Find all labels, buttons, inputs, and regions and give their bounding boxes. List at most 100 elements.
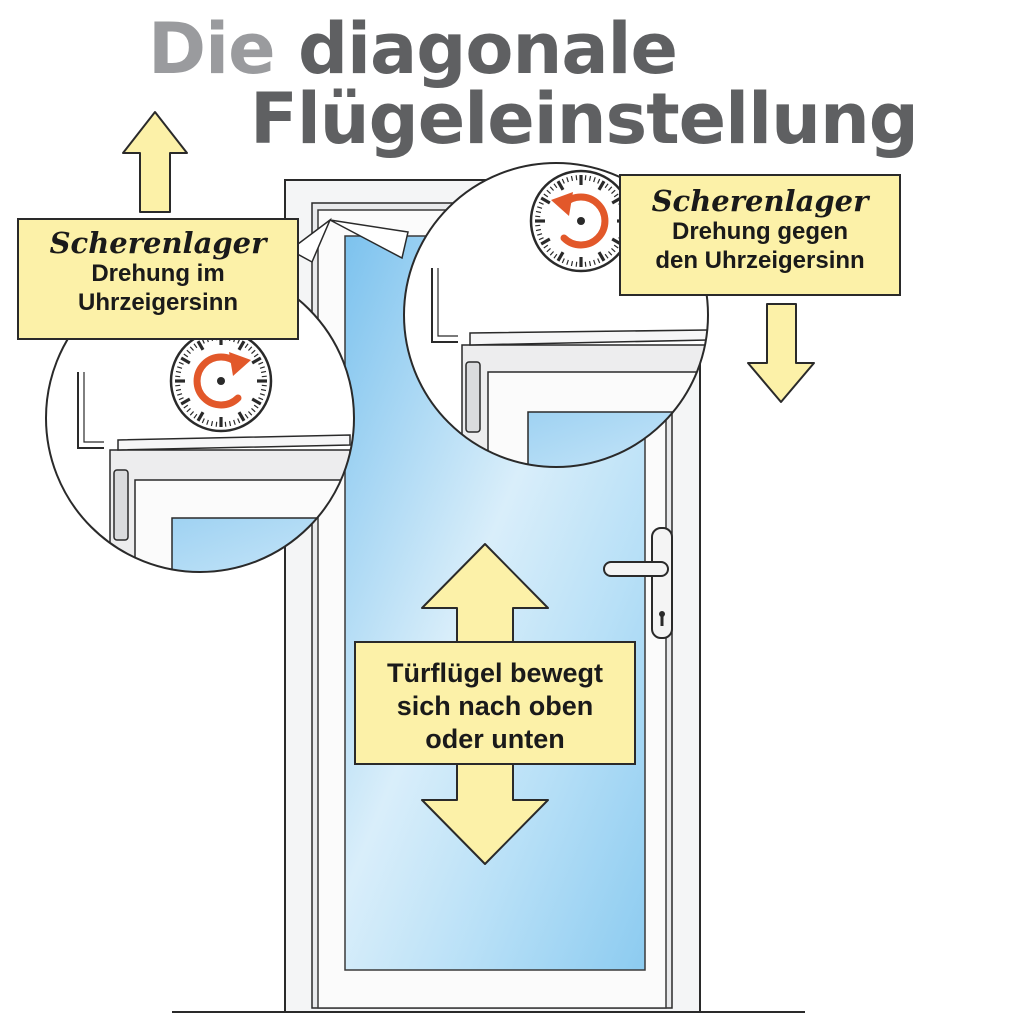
dial-tick: [175, 370, 182, 374]
dial-tick: [193, 413, 198, 419]
label-line: Drehung gegen: [671, 217, 848, 245]
dial-tick: [543, 193, 549, 198]
label-line: Türflügel bewegt: [387, 658, 603, 688]
dial-tick: [189, 411, 195, 416]
label-line: oder unten: [425, 723, 565, 754]
dial-tick: [604, 253, 609, 259]
dial-tick: [175, 375, 181, 378]
dial-tick: [607, 186, 613, 191]
dial-tick: [251, 349, 256, 355]
dial-tick: [537, 206, 543, 209]
page-title-line-1: Die diagonale: [148, 14, 678, 84]
dial-tick: [561, 178, 565, 184]
dial-tick: [244, 413, 249, 419]
zoom-pointer-left: [288, 217, 332, 264]
dial-tick: [553, 253, 558, 259]
dial-tick: [561, 258, 565, 264]
dial-tick: [556, 251, 565, 262]
dial-tick: [593, 259, 596, 265]
dial-tick: [593, 177, 596, 183]
dial-tick: [251, 397, 262, 406]
dial-tick: [546, 247, 551, 253]
dial-tick: [251, 356, 262, 365]
door-handle: [603, 527, 673, 639]
dial-tick: [253, 353, 259, 358]
dial-tick: [210, 420, 214, 427]
dial-tick: [575, 175, 578, 181]
dial-tick: [566, 259, 569, 265]
dial-tick: [183, 353, 189, 358]
dial-tick: [607, 251, 613, 256]
dial-tick: [566, 177, 569, 183]
dial-tick: [251, 407, 256, 413]
dial-tick: [570, 175, 574, 182]
dial-tick: [604, 183, 609, 189]
dial-tick: [549, 251, 555, 256]
dial-tick: [597, 178, 601, 184]
label-heading: Scherenlager: [49, 226, 267, 260]
clockwise-rotation-icon: [169, 329, 273, 433]
label-line: den Uhrzeigersinn: [655, 246, 865, 274]
down-arrow-icon: [747, 303, 815, 403]
dial-tick: [260, 370, 267, 374]
dial-tick: [224, 421, 227, 427]
zoom-pointer-right: [329, 219, 409, 260]
label-line: sich nach oben: [396, 690, 594, 721]
dial-tick: [178, 361, 184, 365]
dial-tick: [228, 420, 232, 427]
label-counterclockwise: Scherenlager Drehung gegen den Uhrzeiger…: [619, 174, 901, 296]
dial-tick: [261, 375, 267, 378]
dial-tick: [538, 201, 544, 205]
counterclockwise-rotation-icon: [529, 169, 633, 273]
dial-tick: [535, 228, 542, 232]
dial-tick: [193, 343, 198, 349]
dial-tick: [575, 261, 578, 267]
dial-tick: [540, 196, 551, 205]
dial-tick: [260, 388, 267, 392]
label-heading: Scherenlager: [651, 184, 869, 218]
dial-tick: [584, 261, 587, 267]
dial-tick: [535, 210, 542, 214]
dial-tick: [597, 258, 601, 264]
title-main: diagonale: [297, 8, 678, 90]
dial-tick: [237, 418, 241, 424]
dial-ticks: [175, 335, 267, 427]
dial-tick: [237, 411, 246, 422]
dial-tick: [259, 393, 265, 396]
dial-tick: [535, 215, 541, 218]
dial-tick: [549, 186, 555, 191]
dial-tick: [538, 237, 544, 241]
label-clockwise: Scherenlager Drehung im Uhrzeigersinn: [17, 218, 299, 340]
dial-tick: [535, 224, 541, 227]
dial-tick: [206, 419, 209, 425]
label-line: Drehung im: [91, 259, 225, 287]
dial-tick: [258, 361, 264, 365]
dial-tick: [183, 404, 189, 409]
dial-tick: [186, 407, 191, 413]
dial-tick: [186, 349, 191, 355]
dial-tick: [180, 397, 191, 406]
dial-tick: [588, 260, 592, 267]
dial-tick: [613, 193, 619, 198]
title-prefix: Die: [148, 8, 276, 90]
dial-tick: [584, 175, 587, 181]
dial-tick: [261, 384, 267, 387]
dial-tick: [247, 411, 253, 416]
dial-tick: [244, 343, 249, 349]
up-arrow-icon: [122, 111, 188, 213]
page-title-line-2: Flügeleinstellung: [250, 78, 919, 160]
dial-tick: [597, 180, 606, 191]
dial-tick: [543, 244, 549, 249]
dial-tick: [177, 366, 183, 369]
dial-tick: [556, 180, 565, 191]
dial-tick: [611, 247, 616, 253]
dial-tick: [237, 340, 246, 351]
dial-tick: [588, 175, 592, 182]
dial-tick: [613, 244, 619, 249]
dial-tick: [570, 260, 574, 267]
dial-tick: [553, 183, 558, 189]
dial-tick: [233, 419, 236, 425]
dial-tick: [177, 393, 183, 396]
dial-tick: [189, 346, 195, 351]
dial-tick: [611, 189, 616, 195]
